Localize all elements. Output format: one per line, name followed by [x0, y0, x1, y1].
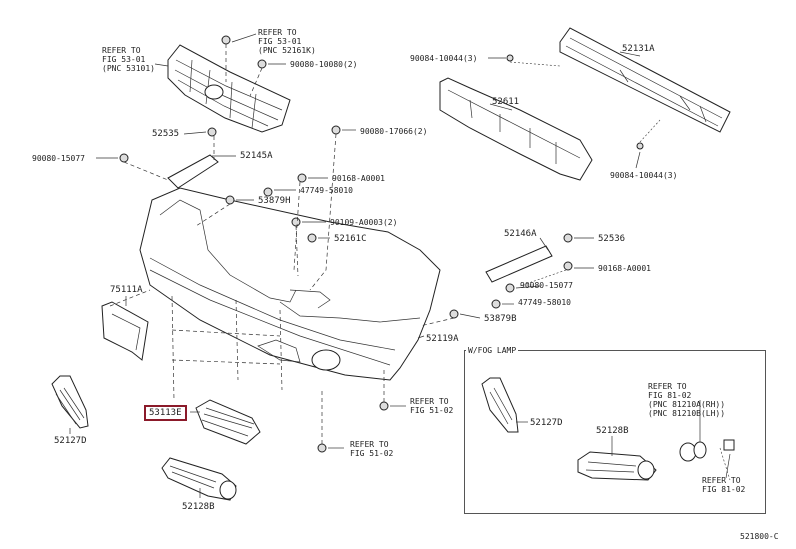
part-number-90080-15077-left[interactable]: 90080-15077 — [32, 154, 85, 163]
part-number-47749-58010-right[interactable]: 47749-58010 — [518, 298, 571, 307]
fog-lamp-box — [464, 350, 766, 514]
part-number-52611[interactable]: 52611 — [492, 97, 520, 107]
part-number-52145a[interactable]: 52145A — [240, 151, 273, 161]
cover-52127d-box — [481, 377, 519, 433]
radiator-grille — [167, 44, 291, 133]
bumper-cover-52119a — [139, 187, 441, 381]
part-number-90080-17066[interactable]: 90080-17066(2) — [360, 127, 428, 136]
absorber-52611 — [439, 77, 593, 181]
cover-52128b-bottom — [161, 457, 237, 501]
figure-code: 521800-C — [740, 532, 779, 541]
refer-label-fig-81-02-pnc[interactable]: REFER TO FIG 81-02 (PNC 81210A(RH)) (PNC… — [648, 382, 726, 418]
part-number-53113e-highlighted[interactable]: 53113E — [144, 405, 187, 421]
part-number-90080-15077-right[interactable]: 90080-15077 — [520, 281, 573, 290]
part-number-90168-a0001-right[interactable]: 90168-A0001 — [598, 264, 651, 273]
part-number-52161c[interactable]: 52161C — [334, 234, 367, 244]
part-number-52127d-left[interactable]: 52127D — [54, 436, 87, 446]
refer-label-fig-53-01[interactable]: REFER TO FIG 53-01 (PNC 53101) — [102, 46, 155, 73]
refer-label-fig-81-02[interactable]: REFER TO FIG 81-02 — [702, 476, 746, 494]
fog-lamp-unit — [679, 439, 735, 462]
part-number-47749-58010-top[interactable]: 47749-58010 — [300, 186, 353, 195]
leader-lines — [69, 33, 731, 498]
part-number-53879h[interactable]: 53879H — [258, 196, 291, 206]
part-number-52128b-box[interactable]: 52128B — [596, 426, 629, 436]
part-number-90168-a0001-top[interactable]: 90168-A0001 — [332, 174, 385, 183]
fog-lamp-box-title: W/FOG LAMP — [466, 346, 519, 355]
bracket-52146a — [485, 245, 553, 283]
part-number-52119a[interactable]: 52119A — [426, 334, 459, 344]
part-number-52131a[interactable]: 52131A — [622, 44, 655, 54]
grille-53113e — [195, 399, 261, 445]
refer-label-fig-51-02-b[interactable]: REFER TO FIG 51-02 — [350, 440, 394, 458]
reinforcement-52131a — [559, 27, 731, 133]
refer-label-fig-53-01-pnc-52161k[interactable]: REFER TO FIG 53-01 (PNC 52161K) — [258, 28, 316, 55]
part-number-90109-a0003[interactable]: 90109-A0003(2) — [330, 218, 398, 227]
license-bracket-75111a — [101, 301, 149, 361]
fasteners — [119, 35, 644, 453]
part-number-53879b[interactable]: 53879B — [484, 314, 517, 324]
part-number-75111a[interactable]: 75111A — [110, 285, 143, 295]
part-number-52536[interactable]: 52536 — [598, 234, 626, 244]
guide-lines — [109, 44, 731, 481]
part-number-90080-10080[interactable]: 90080-10080(2) — [290, 60, 358, 69]
part-number-52128b-bottom[interactable]: 52128B — [182, 502, 215, 512]
part-number-90084-10044-left[interactable]: 90084-10044(3) — [410, 54, 478, 63]
refer-label-fig-51-02-a[interactable]: REFER TO FIG 51-02 — [410, 397, 454, 415]
part-number-52146a[interactable]: 52146A — [504, 229, 537, 239]
part-number-90084-10044-right[interactable]: 90084-10044(3) — [610, 171, 678, 180]
part-number-52535[interactable]: 52535 — [152, 129, 180, 139]
cover-52127d-left — [51, 375, 89, 429]
cover-52128b-box — [577, 451, 657, 481]
part-number-52127d-box[interactable]: 52127D — [530, 418, 563, 428]
bracket-52145a — [167, 154, 219, 189]
